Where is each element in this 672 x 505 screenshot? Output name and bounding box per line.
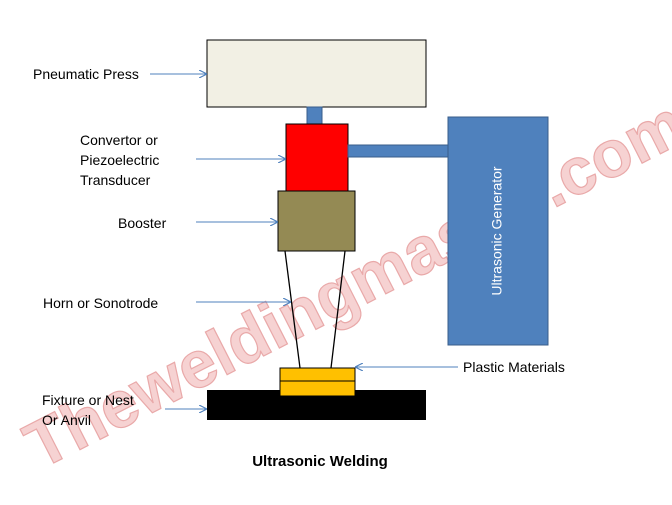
plastic-material-overlay bbox=[279, 380, 356, 397]
label-fixture-1: Fixture or Nest bbox=[42, 392, 134, 408]
label-convertor-3: Transducer bbox=[80, 172, 151, 188]
diagram-caption: Ultrasonic Welding bbox=[252, 453, 388, 470]
label-booster: Booster bbox=[118, 215, 167, 231]
ultrasonic-generator bbox=[447, 116, 549, 346]
transducer bbox=[285, 123, 349, 192]
label-horn: Horn or Sonotrode bbox=[43, 295, 158, 311]
plastic-material-top bbox=[279, 367, 356, 382]
label-convertor-1: Convertor or bbox=[80, 132, 158, 148]
label-plastic: Plastic Materials bbox=[463, 359, 565, 375]
press-connector bbox=[306, 106, 323, 125]
pneumatic-press bbox=[206, 39, 427, 108]
generator-connector bbox=[347, 144, 449, 158]
booster bbox=[277, 190, 356, 252]
horn-sonotrode bbox=[284, 250, 346, 369]
label-fixture-2: Or Anvil bbox=[42, 412, 91, 428]
label-pneumatic-press: Pneumatic Press bbox=[33, 66, 139, 82]
label-convertor-2: Piezoelectric bbox=[80, 152, 159, 168]
generator-label: Ultrasonic Generator bbox=[489, 166, 505, 296]
